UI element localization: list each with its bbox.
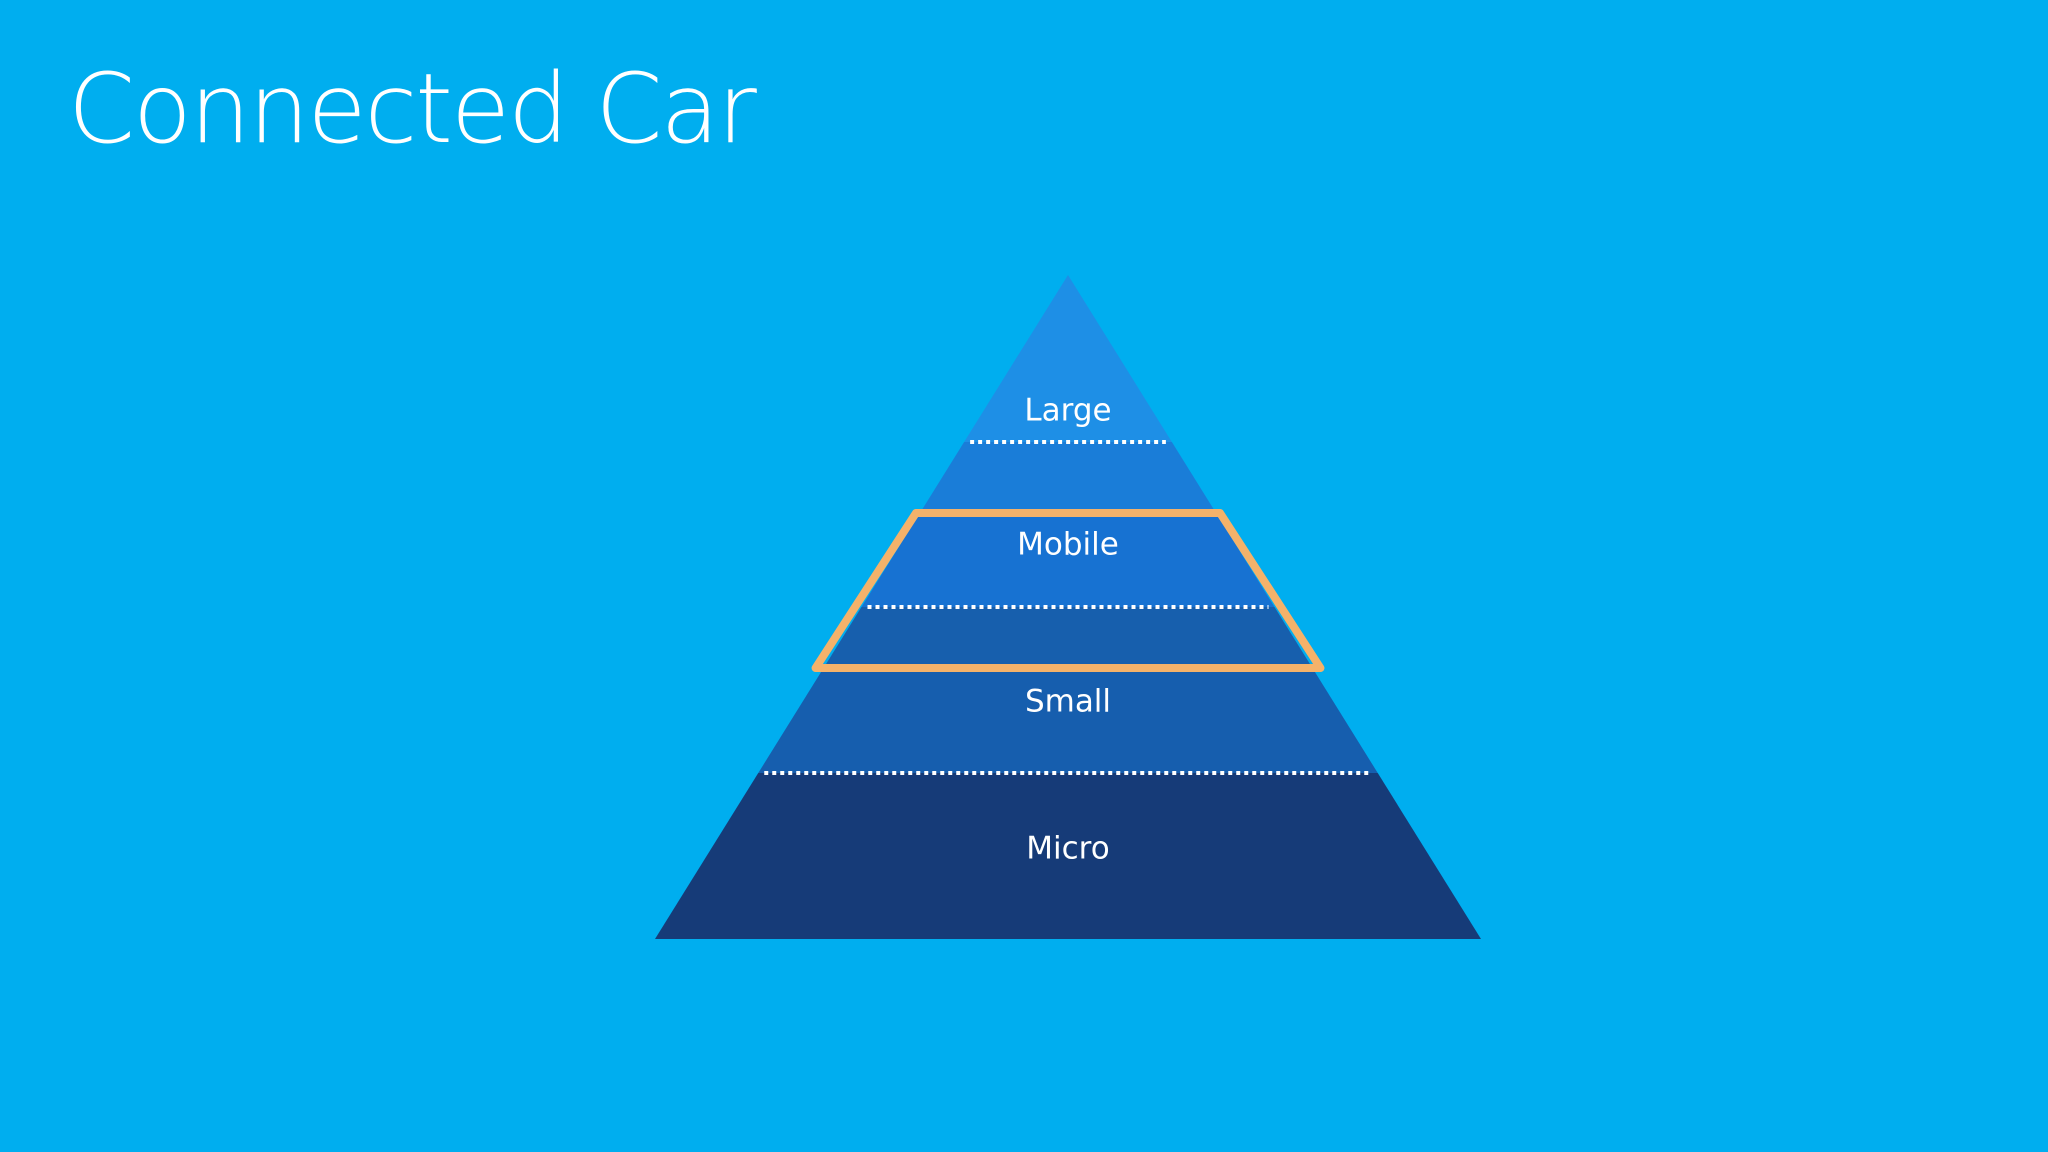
tier-label-mobile: Mobile xyxy=(1017,527,1119,563)
slide-title: Connected Car xyxy=(68,53,757,165)
pyramid-tier-large xyxy=(964,275,1172,442)
tier-label-micro: Micro xyxy=(1026,831,1109,867)
pyramid-tier-small xyxy=(758,668,1378,773)
tier-label-small: Small xyxy=(1025,684,1111,720)
pyramid-tier-micro xyxy=(655,773,1481,939)
pyramid-tier-band-3 xyxy=(823,607,1313,668)
pyramid-tier-band-1 xyxy=(919,442,1217,513)
pyramid-tier-mobile xyxy=(861,513,1275,607)
mobile-tier-highlight xyxy=(811,509,1325,672)
tier-label-large: Large xyxy=(1024,393,1111,429)
